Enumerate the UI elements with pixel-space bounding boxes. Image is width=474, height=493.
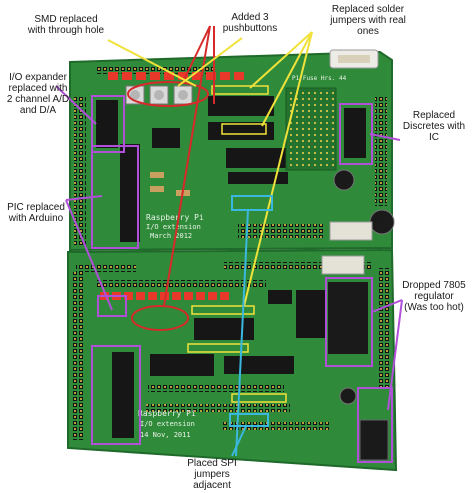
smd-callout: SMD replaced with through hole: [27, 14, 105, 36]
bottom-board-title: Raspberry Pi: [138, 409, 196, 418]
io-expander-callout: I/O expander replaced with 2 channel A/D…: [6, 72, 70, 116]
regulator-callout: Dropped 7805 regulator (Was too hot): [402, 280, 466, 313]
pushbuttons-callout: Added 3 pushbuttons: [222, 12, 278, 34]
pic-callout: PIC replaced with Arduino: [7, 202, 65, 224]
discretes-callout: Replaced Discretes with IC: [402, 110, 466, 143]
top-board-date: March 2012: [150, 232, 192, 240]
spi-callout: Placed SPI jumpers adjacent: [187, 458, 237, 491]
bottom-board-subtitle: I/O extension: [140, 420, 195, 428]
bottom-board: Raspberry Pi I/O extension 14 Nov, 2011: [67, 248, 398, 472]
jumper-arrows: [107, 31, 313, 307]
smd-arrows: [127, 25, 215, 331]
bottom-board-date: 14 Nov, 2011: [140, 431, 191, 439]
top-board-title: Raspberry Pi: [146, 213, 204, 222]
jumpers-callout: Replaced solder jumpers with real ones: [330, 4, 406, 37]
top-board: Raspberry Pi I/O extension March 2012 P1…: [69, 49, 395, 252]
fuse-label: P1 Fuse Hrs. 44: [292, 75, 347, 82]
top-board-subtitle: I/O extension: [146, 223, 201, 231]
ic-arrows: [55, 85, 403, 463]
spi-arrows: [229, 195, 273, 457]
top-led-row: [108, 72, 244, 80]
